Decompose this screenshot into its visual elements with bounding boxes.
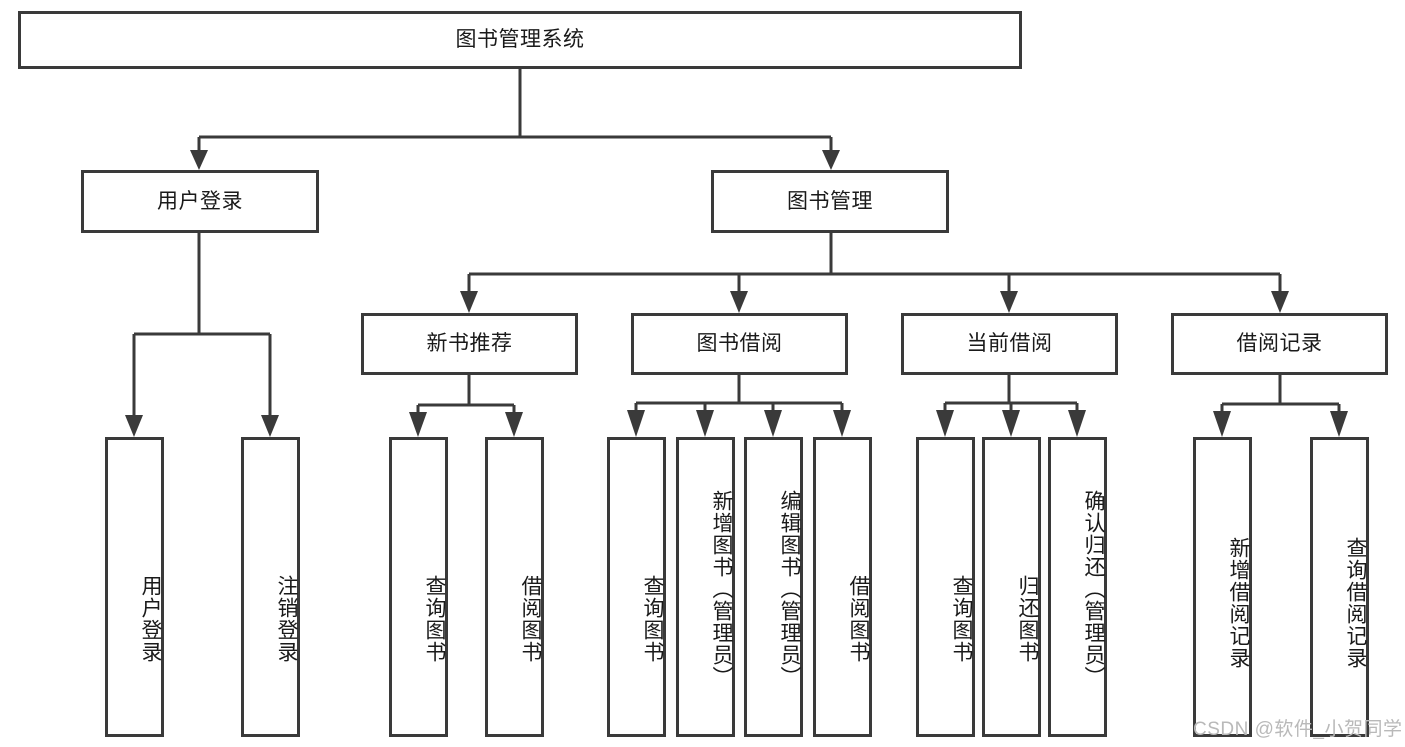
arrowhead-new-book-recommend — [460, 291, 478, 313]
node-box-borrow-record[interactable] — [1171, 313, 1388, 375]
node-box-root[interactable] — [18, 11, 1022, 69]
arrowhead-book-mgmt — [822, 150, 840, 170]
node-box-book-borrow[interactable] — [631, 313, 848, 375]
node-box-user-login[interactable] — [81, 170, 319, 233]
arrowhead-leaf-borrowrecord-1 — [1213, 411, 1231, 437]
node-box-leaf-newbook-2[interactable] — [485, 437, 544, 737]
arrowhead-book-borrow — [730, 291, 748, 313]
arrowhead-leaf-borrowrecord-2 — [1330, 411, 1348, 437]
arrowhead-leaf-currentborrow-1 — [936, 410, 954, 437]
arrowhead-leaf-newbook-1 — [409, 412, 427, 437]
arrowhead-leaf-bookborrow-2 — [696, 410, 714, 437]
node-box-leaf-bookborrow-3[interactable] — [744, 437, 803, 737]
node-box-leaf-newbook-1[interactable] — [389, 437, 448, 737]
node-box-book-management[interactable] — [711, 170, 949, 233]
arrowhead-leaf-currentborrow-3 — [1068, 410, 1086, 437]
node-box-leaf-currentborrow-2[interactable] — [982, 437, 1041, 737]
arrowhead-leaf-user-login-1 — [125, 415, 143, 437]
arrowhead-leaf-bookborrow-1 — [627, 410, 645, 437]
node-box-current-borrow[interactable] — [901, 313, 1118, 375]
arrowhead-current-borrow — [1000, 291, 1018, 313]
node-box-leaf-user-login-2[interactable] — [241, 437, 300, 737]
node-box-leaf-borrowrecord-1[interactable] — [1193, 437, 1252, 737]
node-box-leaf-borrowrecord-2[interactable] — [1310, 437, 1369, 737]
arrowhead-leaf-newbook-2 — [505, 412, 523, 437]
node-box-leaf-currentborrow-3[interactable] — [1048, 437, 1107, 737]
node-box-leaf-currentborrow-1[interactable] — [916, 437, 975, 737]
arrowhead-leaf-currentborrow-2 — [1002, 410, 1020, 437]
arrowhead-leaf-user-login-2 — [261, 415, 279, 437]
node-box-leaf-bookborrow-2[interactable] — [676, 437, 735, 737]
node-box-leaf-bookborrow-4[interactable] — [813, 437, 872, 737]
node-box-leaf-user-login-1[interactable] — [105, 437, 164, 737]
node-box-leaf-bookborrow-1[interactable] — [607, 437, 666, 737]
node-box-new-book-recommend[interactable] — [361, 313, 578, 375]
arrowhead-leaf-bookborrow-4 — [833, 410, 851, 437]
arrowhead-borrow-record — [1271, 291, 1289, 313]
arrowhead-leaf-bookborrow-3 — [764, 410, 782, 437]
arrowhead-user-login — [190, 150, 208, 170]
